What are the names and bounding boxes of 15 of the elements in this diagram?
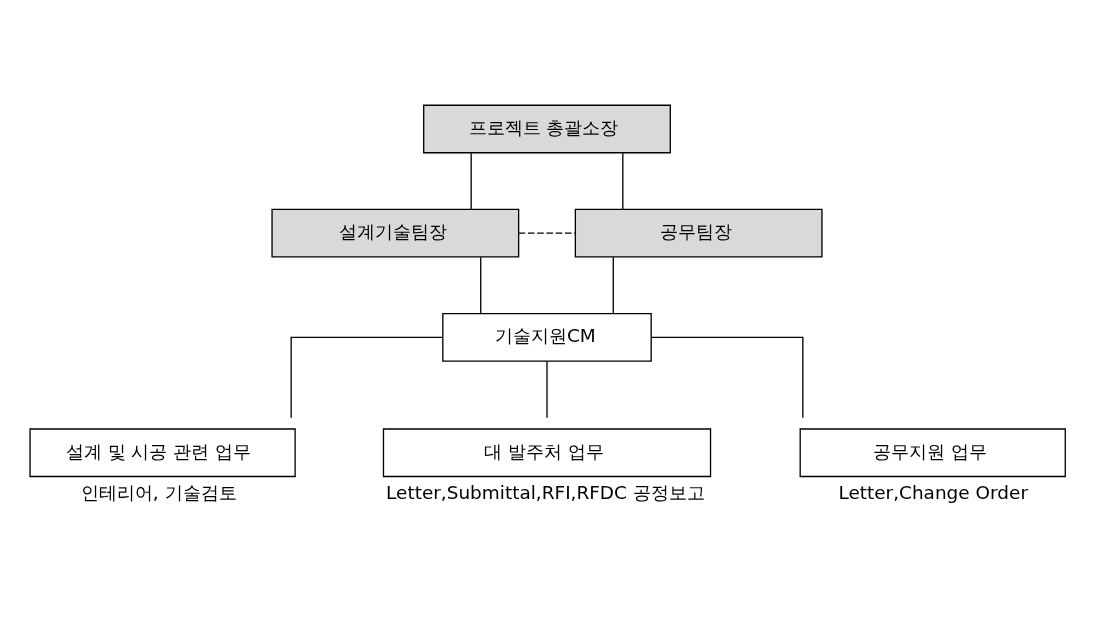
connector xyxy=(650,336,804,419)
node-box: 프로젝트 총괄소장 xyxy=(423,104,671,154)
connector xyxy=(470,152,472,210)
node-label: Letter,Change Order xyxy=(838,482,1028,504)
connector xyxy=(612,256,614,314)
node-label: Letter,Submittal,RFI,RFDC 공정보고 xyxy=(386,482,705,504)
node-box: 기술지원CM xyxy=(442,312,652,362)
connector xyxy=(518,232,576,234)
connector xyxy=(546,360,548,419)
node-box: 공무팀장 xyxy=(574,208,823,258)
node-label: 인테리어, 기술검토 xyxy=(80,482,237,504)
node-box: 설계기술팀장 xyxy=(271,208,520,258)
connector xyxy=(290,336,444,419)
connector xyxy=(622,152,624,210)
connector xyxy=(480,256,482,314)
